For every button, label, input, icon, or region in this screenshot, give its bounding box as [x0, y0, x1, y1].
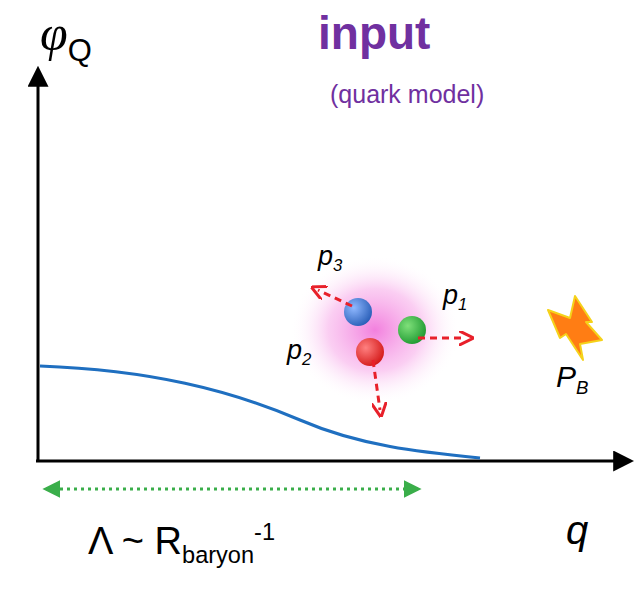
momentum-arrow [418, 337, 466, 340]
axis-label: φQ [40, 8, 92, 58]
axis-label: q [566, 510, 588, 550]
momentum-label: p2 [287, 337, 311, 364]
scale-label: Λ ~ Rbaryon-1 [88, 522, 275, 560]
momentum-label: p3 [318, 243, 342, 270]
y-axis [37, 70, 40, 462]
momentum-arrow [373, 360, 380, 410]
green-quark [398, 316, 426, 344]
baryon-cloud [290, 255, 460, 405]
momentum-label: PB [556, 362, 588, 392]
baryon-momentum-arrow [548, 296, 602, 360]
x-axis [36, 460, 630, 463]
model-note: (quark model) [330, 82, 484, 107]
red-quark [356, 338, 384, 366]
momentum-label: p1 [443, 282, 467, 309]
range-arrow [46, 488, 418, 491]
momentum-arrow [318, 290, 352, 306]
blue-quark [344, 298, 372, 326]
title-note: input [318, 10, 430, 56]
